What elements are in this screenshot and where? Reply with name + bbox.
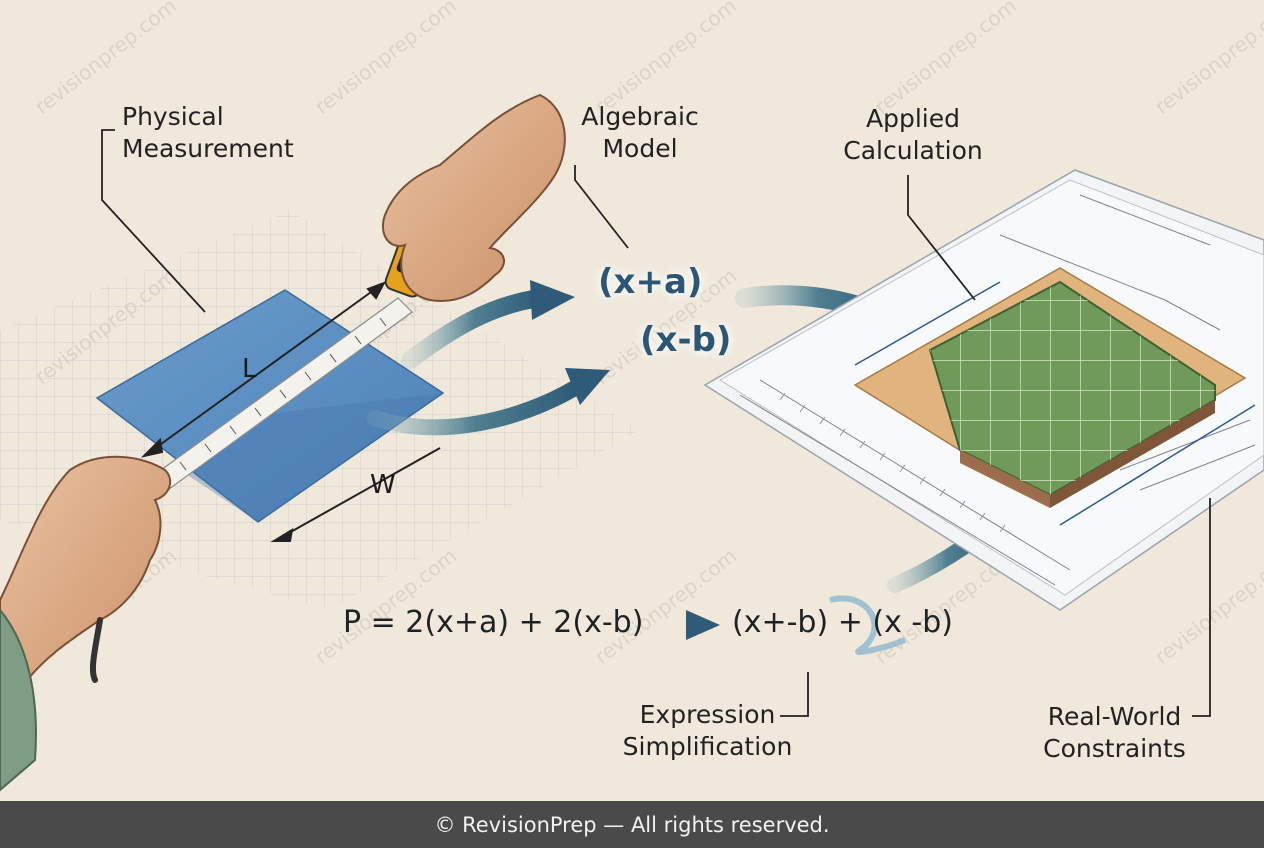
width-label: W <box>370 470 396 500</box>
algebraic-label-line-2: Model <box>602 134 678 163</box>
width-dimension-arrow <box>270 447 441 542</box>
callout-lines <box>101 129 1211 717</box>
real-world-constraints-label: Real-World Constraints <box>1032 701 1197 765</box>
physical-measurement-label: Physical Measurement <box>122 101 294 165</box>
left-hand <box>0 455 172 792</box>
applied-calculation-label: Applied Calculation <box>838 103 988 167</box>
applied-label-line-2: Calculation <box>843 136 983 165</box>
simplified-expression: (x+-b) + (x -b) <box>732 605 953 640</box>
applied-label-line-1: Applied <box>866 104 960 133</box>
right-hand <box>382 93 566 302</box>
algebraic-label-line-1: Algebraic <box>581 102 699 131</box>
factor-x-minus-b: (x-b) <box>640 320 732 360</box>
factor-x-plus-a: (x+a) <box>598 262 703 302</box>
copyright-footer: © RevisionPrep — All rights reserved. <box>0 801 1264 848</box>
physical-label-line-1: Physical <box>122 102 224 131</box>
footer-text: © RevisionPrep — All rights reserved. <box>434 812 830 837</box>
expression-simplification-label: Expression Simplification <box>615 699 800 763</box>
constraints-label-line-1: Real-World <box>1047 702 1182 731</box>
simplification-label-line-1: Expression <box>639 700 776 729</box>
simplification-label-line-2: Simplification <box>622 732 793 761</box>
algebraic-model-label: Algebraic Model <box>570 101 710 165</box>
perimeter-formula: P = 2(x+a) + 2(x-b) <box>343 605 644 640</box>
length-dimension-arrow <box>140 281 387 458</box>
constraints-label-line-2: Constraints <box>1043 734 1186 763</box>
length-label: L <box>242 354 257 384</box>
site-plan-board <box>853 267 1256 526</box>
physical-label-line-2: Measurement <box>122 134 294 163</box>
